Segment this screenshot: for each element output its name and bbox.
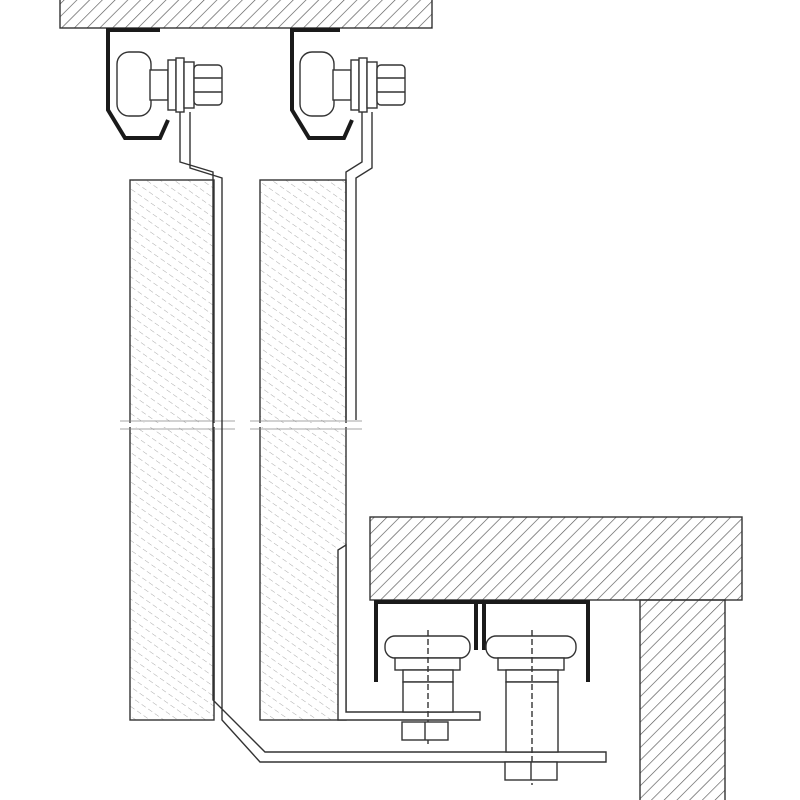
guide-roller-right [485,630,577,785]
lower-ceiling [369,516,743,601]
top-roller-left [116,51,223,117]
top-roller-right [299,51,406,117]
top-track-profile-right [290,28,354,140]
hanger-left [179,112,607,763]
door-right [259,179,347,721]
top-ceiling [59,0,433,29]
bottom-track-profile [374,600,590,682]
door-left [129,179,215,721]
top-track-profile-left [106,28,170,140]
guide-roller-left [384,630,471,745]
hanger-right [213,112,481,721]
wall [639,599,726,800]
